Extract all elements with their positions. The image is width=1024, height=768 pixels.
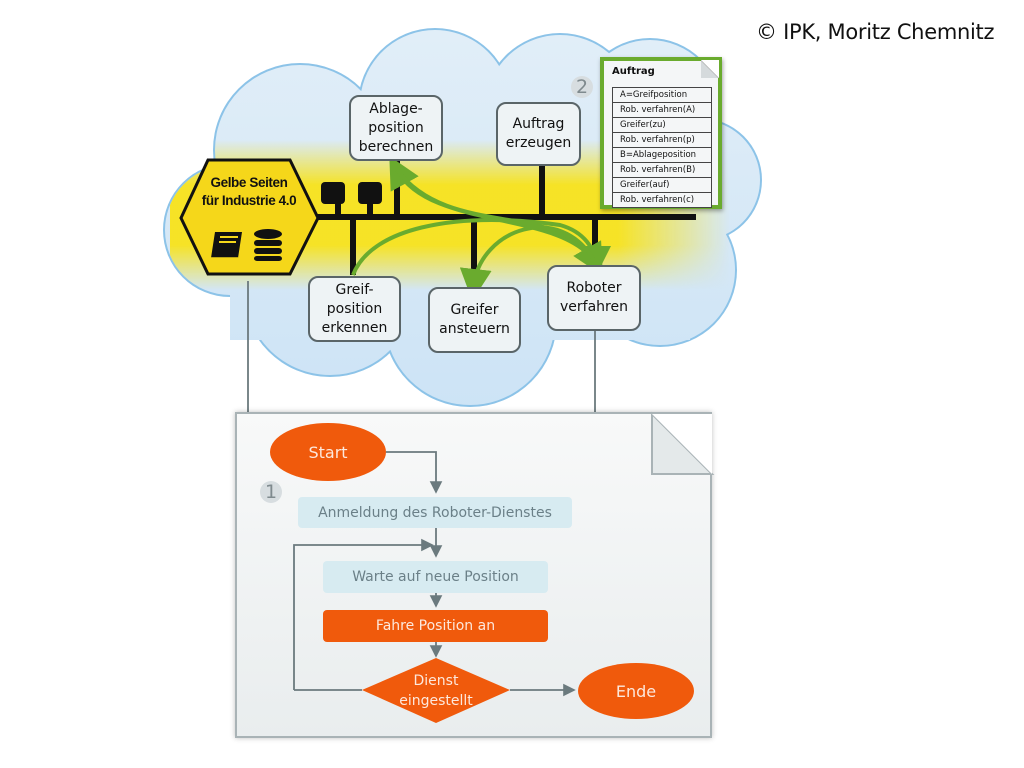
bus-device-1: [321, 182, 345, 204]
order-step: Rob. verfahren(c): [612, 192, 712, 208]
copyright-notice: © IPK, Moritz Chemnitz: [756, 20, 995, 44]
service-auftrag-erzeugen: Auftrag erzeugen: [496, 102, 581, 166]
order-step: Greifer(auf): [612, 177, 712, 193]
step-badge-2: 2: [571, 76, 593, 98]
order-step: A=Greifposition: [612, 87, 712, 103]
order-step: Greifer(zu): [612, 117, 712, 133]
book-icon: [211, 232, 242, 259]
page-fold-icon: [701, 60, 719, 78]
order-step-text: Rob. verfahren(p): [612, 132, 712, 148]
order-document: Auftrag A=Greifposition Rob. verfahren(A…: [600, 57, 722, 209]
step-badge-1: 1: [260, 481, 282, 503]
green-arrows: [351, 155, 611, 301]
database-icon: [254, 229, 282, 261]
order-step: Rob. verfahren(p): [612, 132, 712, 148]
wait-position-step: Warte auf neue Position: [323, 561, 548, 593]
move-position-step: Fahre Position an: [323, 610, 548, 642]
order-step-text: Rob. verfahren(B): [612, 162, 712, 178]
order-step: Rob. verfahren(B): [612, 162, 712, 178]
order-step-text: B=Ablageposition: [612, 147, 712, 163]
order-step: B=Ablageposition: [612, 147, 712, 163]
bus-device-2: [358, 182, 382, 204]
order-step-text: Rob. verfahren(A): [612, 102, 712, 118]
order-step-text: A=Greifposition: [612, 87, 712, 103]
start-node: Start: [270, 423, 386, 481]
order-step-text: Greifer(auf): [612, 177, 712, 193]
end-node: Ende: [578, 663, 694, 719]
arrow-roboter-to-greifer: [459, 225, 597, 301]
order-title: Auftrag: [612, 66, 655, 77]
order-steps-table: A=Greifposition Rob. verfahren(A) Greife…: [612, 87, 712, 208]
service-greifer-ansteuern: Greifer ansteuern: [428, 287, 521, 353]
register-service-step: Anmeldung des Roboter-Dienstes: [298, 497, 572, 528]
registry-label: Gelbe Seiten für Industrie 4.0: [201, 175, 297, 208]
order-step-text: Rob. verfahren(c): [612, 192, 712, 208]
decision-label: Dienst eingestellt: [399, 673, 473, 709]
order-step-text: Greifer(zu): [612, 117, 712, 133]
service-roboter-verfahren: Roboter verfahren: [547, 265, 641, 331]
order-step: Rob. verfahren(A): [612, 102, 712, 118]
service-ablageposition-berechnen: Ablage- position berechnen: [349, 95, 443, 161]
service-greifposition-erkennen: Greif- position erkennen: [308, 276, 401, 342]
